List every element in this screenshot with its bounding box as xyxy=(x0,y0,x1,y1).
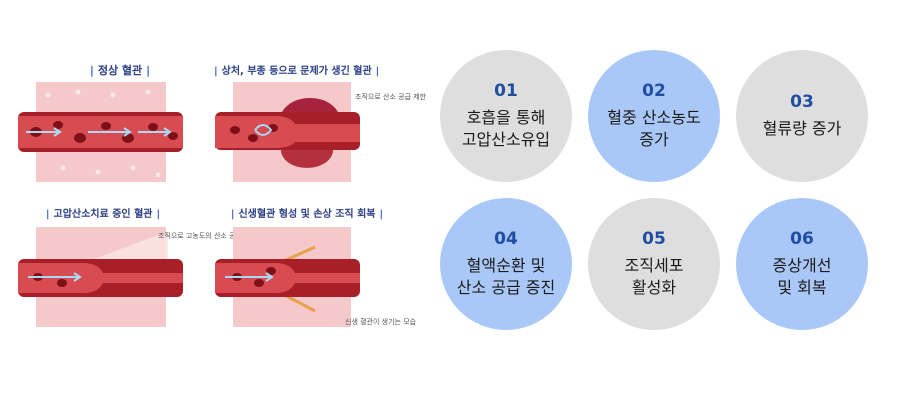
normal-vessel-illustration xyxy=(18,82,183,182)
step-label: 조직세포 활성화 xyxy=(624,256,684,297)
step-label: 혈중 산소농도 증가 xyxy=(607,108,701,149)
panel-title: |상처, 부종 등으로 문제가 생긴 혈관| xyxy=(214,66,380,77)
hbot-vessel-illustration xyxy=(18,227,183,327)
step-number: 02 xyxy=(642,81,666,102)
panel-title: |고압산소치료 중인 혈관| xyxy=(45,209,161,220)
note-new-vessel: 신생 혈관이 생기는 모습 xyxy=(345,318,417,326)
step-number: 03 xyxy=(790,92,814,113)
step-03: 03 혈류량 증가 xyxy=(736,50,868,182)
step-05: 05 조직세포 활성화 xyxy=(588,198,720,330)
panel-title: |신생혈관 형성 및 손상 조직 회복| xyxy=(230,209,384,220)
panel-title: |정상 혈관| xyxy=(89,64,151,77)
step-number: 06 xyxy=(790,229,814,250)
step-label: 호흡을 통해 고압산소유입 xyxy=(461,108,551,149)
step-label: 혈액순환 및 산소 공급 증진 xyxy=(456,256,556,297)
step-06: 06 증상개선 및 회복 xyxy=(736,198,868,330)
step-number: 04 xyxy=(494,229,518,250)
note-high-oxygen: 조직으로 고농도의 산소 공급 xyxy=(158,232,242,240)
step-01: 01 호흡을 통해 고압산소유입 xyxy=(440,50,572,182)
step-label: 증상개선 및 회복 xyxy=(772,256,832,297)
damaged-vessel-illustration xyxy=(215,82,360,182)
step-04: 04 혈액순환 및 산소 공급 증진 xyxy=(440,198,572,330)
step-02: 02 혈중 산소농도 증가 xyxy=(588,50,720,182)
step-number: 05 xyxy=(642,229,666,250)
step-number: 01 xyxy=(494,81,518,102)
new-vessel-illustration xyxy=(215,227,360,327)
step-label: 혈류량 증가 xyxy=(762,119,842,139)
note-limited-oxygen: 조직으로 산소 공급 제한 xyxy=(355,93,427,101)
